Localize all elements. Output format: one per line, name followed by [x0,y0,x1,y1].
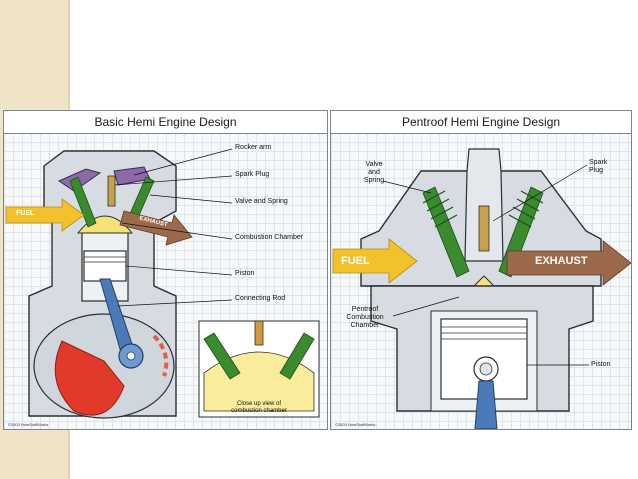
rotation-arrow [152,334,169,377]
inset-valve-left [203,332,241,380]
pentroof-hemi-illustration [332,148,631,429]
left-credit: ©2003 HowStuffWorks [8,422,49,427]
fuel-arrow-label: FUEL [341,255,370,267]
leader-spark-plug [114,175,233,186]
label-spark-plug: Spark Plug [589,159,608,174]
intake-valve [69,176,97,228]
exhaust-arrow-label: EXHAUST [535,255,588,267]
connecting-rod [474,380,498,429]
inset-valve-right [279,332,315,380]
pentroof-hemi-diagram: Pentroof Hemi Engine Design [330,110,632,430]
crank-counterweight [54,340,125,416]
label-piston: Piston [235,270,255,277]
leader-pentroof-chamber [392,296,460,317]
fuel-arrow [5,198,85,232]
leader-rocker-arm [133,148,233,176]
leader-connecting-rod [117,299,233,307]
label-pentroof-chamber: Pentroof Combustion Chamber [346,306,384,329]
basic-hemi-illustration [5,148,320,419]
leader-combustion-chamber [121,222,233,240]
inset-spark-plug [254,320,264,346]
intake-valve [422,186,470,278]
label-rocker-arm: Rocker arm [235,144,272,151]
exhaust-arrow [506,240,631,286]
label-spark-plug: Spark Plug [235,171,270,178]
spark-plug [107,175,116,207]
right-credit: ©2003 HowStuffWorks [335,422,376,427]
leader-piston [125,265,233,276]
spark-plug [478,205,490,252]
label-piston: Piston [591,361,611,368]
pentroof-hemi-title: Pentroof Hemi Engine Design [331,111,631,134]
leader-spark-plug [492,164,588,222]
leader-valve-spring [382,180,432,194]
label-valve-spring: Valve and Spring [363,161,385,184]
fuel-arrow-label: FUEL [16,210,35,217]
basic-hemi-title: Basic Hemi Engine Design [4,111,327,134]
fuel-arrow [332,238,418,284]
label-combustion-chamber: Combustion Chamber [235,234,304,241]
label-valve-spring: Valve and Spring [235,198,288,205]
label-connecting-rod: Connecting Rod [235,295,286,302]
inset-caption: Close up view of combustion chamber [231,401,287,414]
intake-spring [422,190,458,228]
exhaust-spring [508,190,544,228]
basic-hemi-diagram: Basic Hemi Engine Design [3,110,328,430]
piston [83,250,127,282]
leader-valve-spring [149,194,233,204]
